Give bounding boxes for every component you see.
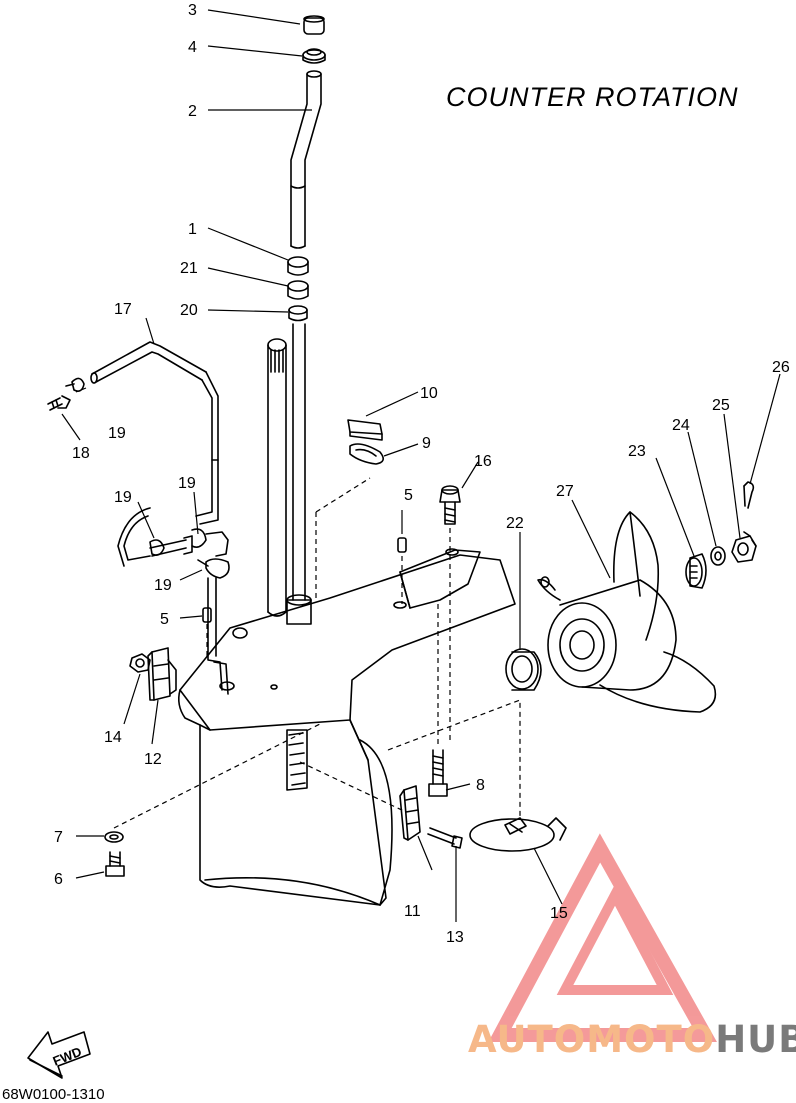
- part-12-anode: [147, 647, 177, 701]
- callouts: 3 4 2 1 21 20 17 19 18 19 19 19 5 5 10 9…: [51, 2, 790, 1069]
- callout-8: 8: [476, 777, 485, 794]
- callout-4: 4: [188, 39, 197, 56]
- callout-15: 15: [550, 905, 568, 922]
- callout-5-lower: 5: [160, 611, 169, 628]
- callout-3: 3: [188, 2, 197, 19]
- part-5-dowel-upper: [397, 537, 407, 553]
- callout-9: 9: [422, 435, 431, 452]
- callout-19-a: 19: [108, 425, 126, 442]
- fwd-arrow-icon: [27, 1031, 91, 1079]
- watermark-part2: HUB: [715, 1018, 796, 1061]
- callout-19-c: 19: [178, 475, 196, 492]
- callout-19-b: 19: [114, 489, 132, 506]
- leader-lines: [61, 9, 781, 922]
- callout-16: 16: [474, 453, 492, 470]
- part-23-spacer: [685, 553, 707, 589]
- callout-1: 1: [188, 221, 197, 238]
- watermark-part1: AUTOMOTO: [468, 1018, 716, 1061]
- part-5-dowel-lower: [202, 607, 212, 623]
- callout-27: 27: [556, 483, 574, 500]
- part-25-propeller-nut: [731, 531, 757, 563]
- diagram-code: 68W0100-1310: [2, 1086, 105, 1103]
- part-27-propeller: [537, 511, 717, 713]
- part-16-bolt: [439, 485, 461, 525]
- part-21-collar: [287, 280, 309, 300]
- callout-5-upper: 5: [404, 487, 413, 504]
- lower-unit-housing: [178, 548, 516, 906]
- callout-12: 12: [144, 751, 162, 768]
- part-17-water-hose: [90, 341, 219, 525]
- part-1-collar: [287, 256, 309, 276]
- callout-24: 24: [672, 417, 690, 434]
- part-10-plate: [347, 419, 383, 441]
- callout-22: 22: [506, 515, 524, 532]
- callout-26: 26: [772, 359, 790, 376]
- part-18-fitting: [47, 395, 71, 411]
- part-11-anode: [399, 785, 421, 841]
- oil-hose-lower: [207, 577, 229, 695]
- part-13-bolt: [427, 827, 463, 849]
- callout-19-d: 19: [154, 577, 172, 594]
- watermark-logo: [488, 833, 717, 1042]
- fwd-label: FWD: [51, 1044, 84, 1069]
- callout-20: 20: [180, 302, 198, 319]
- callout-2: 2: [188, 103, 197, 120]
- callout-6: 6: [54, 871, 63, 888]
- part-7-washer: [104, 831, 124, 843]
- part-6-bolt: [105, 851, 125, 877]
- part-9-seal: [349, 443, 384, 465]
- drive-shaft: [267, 338, 287, 617]
- callout-14: 14: [104, 729, 122, 746]
- callout-11: 11: [404, 903, 421, 920]
- part-19-clip-b: [149, 539, 165, 556]
- callout-21: 21: [180, 260, 198, 277]
- callout-25: 25: [712, 397, 730, 414]
- part-4-bushing: [302, 48, 326, 64]
- part-26-cotter-pin: [743, 481, 755, 509]
- part-14-nut: [129, 653, 151, 673]
- part-24-washer: [710, 546, 726, 566]
- callout-23: 23: [628, 443, 646, 460]
- part-2-shift-rod: [290, 70, 322, 249]
- part-19-clip-a: [65, 377, 85, 392]
- callout-13: 13: [446, 929, 464, 946]
- part-19-clip-d: [197, 558, 230, 579]
- part-19-hose-lower: [117, 507, 193, 567]
- part-3-grommet: [303, 15, 325, 35]
- part-15-trim-tab: [469, 817, 567, 852]
- callout-10: 10: [420, 385, 438, 402]
- watermark-text: AUTOMOTOHUB: [468, 1018, 796, 1061]
- shift-rod-lower: [286, 323, 312, 625]
- callout-17: 17: [114, 301, 132, 318]
- part-8-bolt: [428, 749, 448, 797]
- diagram-title: COUNTER ROTATION: [446, 82, 739, 112]
- part-22-thrust-washer: [505, 648, 542, 691]
- part-20-collar: [288, 305, 308, 322]
- callout-18: 18: [72, 445, 90, 462]
- callout-7: 7: [54, 829, 63, 846]
